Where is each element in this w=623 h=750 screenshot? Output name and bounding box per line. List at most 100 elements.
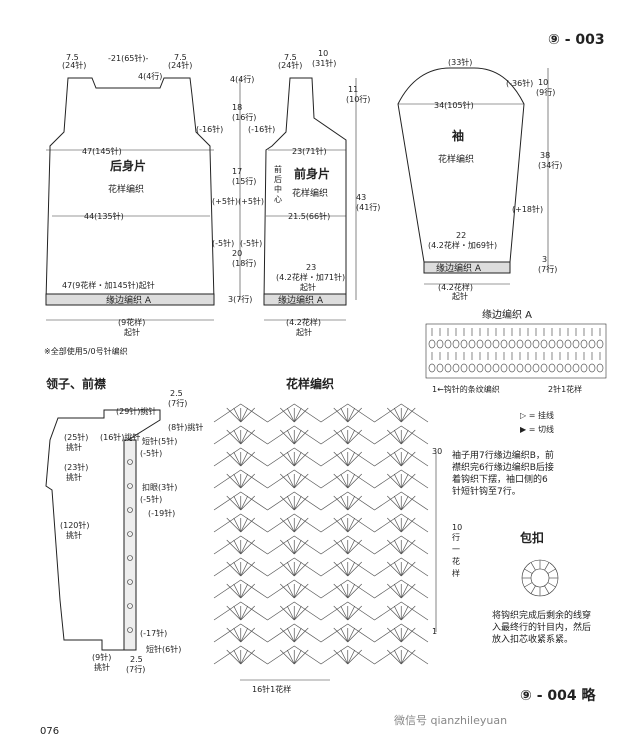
- fan-stitch: [240, 451, 249, 467]
- fan-stitch: [293, 495, 302, 511]
- fan-stitch: [226, 649, 241, 665]
- fan-stitch: [226, 451, 241, 467]
- fan-stitch: [401, 627, 416, 643]
- front-center-label: 前: [274, 164, 282, 174]
- fan-stitch: [280, 473, 295, 489]
- collar-bottom-rows: 2.5: [130, 655, 143, 664]
- svg-text:将钩织完成后剩余的线穿: 将钩织完成后剩余的线穿: [492, 609, 591, 621]
- fan-stitch: [387, 649, 402, 665]
- edge-stitch: [516, 339, 524, 349]
- svg-text:行: 行: [452, 532, 460, 542]
- svg-text:(7行): (7行): [168, 398, 187, 408]
- fan-stitch: [333, 495, 348, 511]
- fan-stitch: [293, 605, 302, 621]
- fan-stitch: [286, 583, 295, 599]
- svg-text:(15行): (15行): [232, 176, 256, 186]
- svg-text:襟织完6行缘边编织B后接: 襟织完6行缘边编织B后接: [452, 461, 554, 473]
- front-bottom-dim: (4.2花样): [286, 317, 321, 327]
- fan-stitch: [293, 539, 302, 555]
- fan-stitch: [294, 649, 309, 665]
- svg-text:(7行): (7行): [538, 264, 557, 274]
- front-top-right: 10: [318, 49, 328, 58]
- edge-stitch: [476, 363, 484, 373]
- fan-stitch: [280, 605, 295, 621]
- zigzag-row: [213, 425, 429, 445]
- edge-stitch: [508, 339, 516, 349]
- fan-stitch: [240, 407, 255, 423]
- fan-stitch: [401, 517, 416, 533]
- buttonhole: [127, 579, 133, 585]
- edge-stitch: [572, 363, 580, 373]
- fan-stitch: [347, 429, 356, 445]
- collar-pick-120: (120针): [60, 520, 90, 530]
- fan-stitch: [233, 605, 242, 621]
- fan-stitch: [340, 627, 349, 643]
- front-title: 前身片: [294, 166, 330, 181]
- fan-stitch: [280, 429, 295, 445]
- edge-chart-title: 缘边编织 A: [482, 308, 532, 321]
- fan-stitch: [280, 583, 295, 599]
- back-dec-arm: (-16针): [196, 124, 223, 134]
- fan-stitch: [293, 627, 302, 643]
- front-width-mid: 21.5(66针): [288, 211, 330, 221]
- svg-text:中: 中: [274, 184, 282, 194]
- fan-stitch: [280, 517, 295, 533]
- edge-stitch: [596, 363, 604, 373]
- stitch-pattern: 花样编织 30 10 行 一 花 样 1 16针1花样: [213, 376, 462, 694]
- fan-stitch: [240, 605, 249, 621]
- fan-stitch: [333, 583, 348, 599]
- fan-stitch: [280, 539, 295, 555]
- fan-stitch: [340, 649, 349, 665]
- fan-stitch: [340, 407, 349, 423]
- fan-stitch: [387, 495, 402, 511]
- fan-stitch: [286, 539, 295, 555]
- svg-text:花: 花: [452, 556, 460, 566]
- button-spoke: [544, 585, 550, 594]
- front-width-hem: (4.2花样・加71针): [276, 272, 345, 282]
- fan-stitch: [333, 451, 348, 467]
- fan-stitch: [294, 627, 309, 643]
- back-piece: 缘边编织 A 后身片 花样编织 47(145针) 44(135针) 47(9花样…: [44, 53, 238, 356]
- fan-stitch: [347, 649, 356, 665]
- row-mark-bottom: 1: [432, 627, 437, 636]
- fan-stitch: [280, 451, 295, 467]
- fan-stitch: [226, 583, 241, 599]
- svg-text:起针: 起针: [452, 291, 468, 301]
- fan-stitch: [401, 407, 416, 423]
- svg-text:(18行): (18行): [232, 258, 256, 268]
- fan-stitch: [393, 473, 402, 489]
- zigzag-row: [213, 469, 429, 489]
- fan-stitch: [393, 429, 402, 445]
- zigzag-chart: [213, 403, 429, 665]
- svg-text:着钩织下摆，袖口侧的6: 着钩织下摆，袖口侧的6: [452, 473, 548, 485]
- fan-stitch: [240, 605, 255, 621]
- svg-text:挑针: 挑针: [66, 530, 82, 540]
- fan-stitch: [347, 451, 356, 467]
- fan-stitch: [347, 561, 362, 577]
- fan-stitch: [347, 539, 356, 555]
- edge-stitch: [444, 339, 452, 349]
- edge-stitch: [564, 363, 572, 373]
- fan-stitch: [226, 429, 241, 445]
- button-section: 包扣 将钩织完成后剩余的线穿 入最终行的针目内，然后 放入扣芯收紧系紧。: [492, 530, 591, 645]
- back-bottom-dim: (9花样): [118, 317, 145, 327]
- fan-stitch: [226, 561, 241, 577]
- edge-stitch: [468, 363, 476, 373]
- fan-stitch: [226, 473, 241, 489]
- svg-text:入最终行的针目内，然后: 入最终行的针目内，然后: [492, 621, 591, 633]
- sleeve-length-rows: 38: [540, 151, 550, 160]
- front-piece: 缘边编织 A 前身片 花样编织 23(71针) 21.5(66针) 23 (4.…: [238, 49, 380, 337]
- collar-pick-8: (8针)挑针: [168, 422, 203, 432]
- fan-stitch: [347, 517, 362, 533]
- fan-stitch: [293, 517, 302, 533]
- fan-stitch: [286, 407, 295, 423]
- row-mark-repeat: 10: [452, 523, 462, 532]
- fan-stitch: [293, 429, 302, 445]
- edge-stitch: [460, 363, 468, 373]
- back-hem-band: [45, 293, 215, 306]
- svg-text:挑针: 挑针: [94, 662, 110, 672]
- fan-stitch: [340, 605, 349, 621]
- fan-stitch: [240, 517, 255, 533]
- edge-stitch: [436, 339, 444, 349]
